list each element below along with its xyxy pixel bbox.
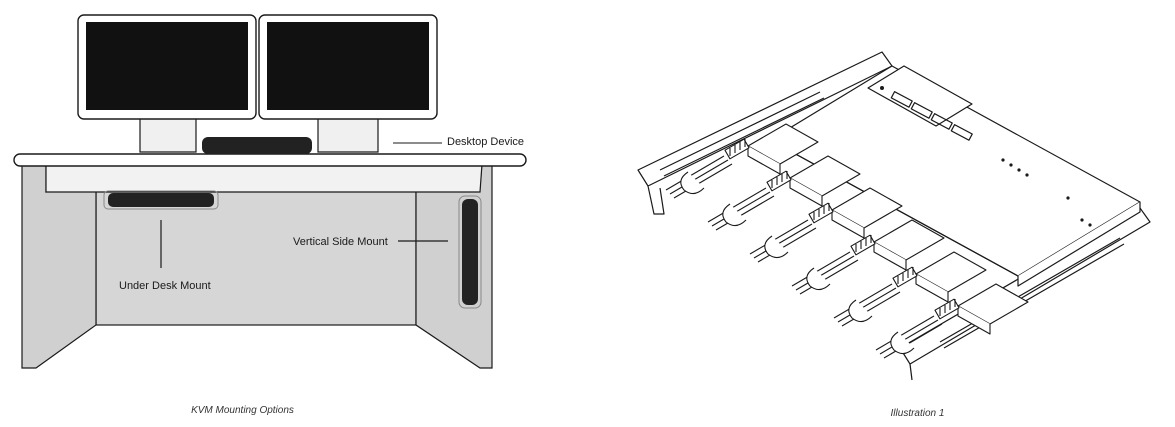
- chassis-port-panel: [867, 65, 973, 127]
- chassis-front-edge: [1017, 202, 1141, 287]
- right-monitor-stand: [317, 117, 379, 153]
- dongle-modules: [665, 123, 1029, 359]
- under-desk-mount-label: Under Desk Mount: [119, 280, 211, 292]
- left-monitor-screen: [86, 22, 248, 110]
- left-monitor-stand: [139, 117, 197, 153]
- desktop-device-label: Desktop Device: [447, 136, 525, 148]
- dongle-module: [833, 251, 987, 327]
- dongle-module: [665, 123, 819, 199]
- desk-top: [13, 153, 527, 167]
- dongle-module: [749, 187, 903, 263]
- dongle-module: [707, 155, 861, 231]
- right-figure-caption: Illustration 1: [890, 408, 945, 419]
- desk-back-panel: [95, 187, 417, 326]
- chassis-port-row: [890, 91, 973, 141]
- desk-left-side: [21, 161, 97, 369]
- dongle-module: [791, 219, 945, 295]
- left-ear-slot: [659, 91, 825, 177]
- kvm-mounting-diagram: Desktop Device Vertical Side Mount Under…: [0, 0, 540, 427]
- desk-illustration: [13, 14, 527, 369]
- under-desk-kvm-device: [108, 193, 214, 207]
- left-figure-caption: KVM Mounting Options: [191, 405, 294, 416]
- dongle-module: [875, 283, 1029, 359]
- desk-front-apron: [45, 163, 483, 193]
- side-mount-bracket: [458, 195, 482, 309]
- vertical-side-mount-label: Vertical Side Mount: [293, 236, 388, 248]
- kvm-isometric-drawing: [637, 51, 1151, 381]
- side-mount-kvm-device: [462, 199, 478, 305]
- desktop-kvm-device: [202, 137, 312, 154]
- right-ear-slot: [939, 237, 1125, 349]
- kvm-module-illustration: Illustration 1: [620, 0, 1175, 427]
- chassis-led-indicators: [880, 86, 1092, 227]
- under-desk-bracket: [103, 190, 219, 210]
- right-monitor-screen: [267, 22, 429, 110]
